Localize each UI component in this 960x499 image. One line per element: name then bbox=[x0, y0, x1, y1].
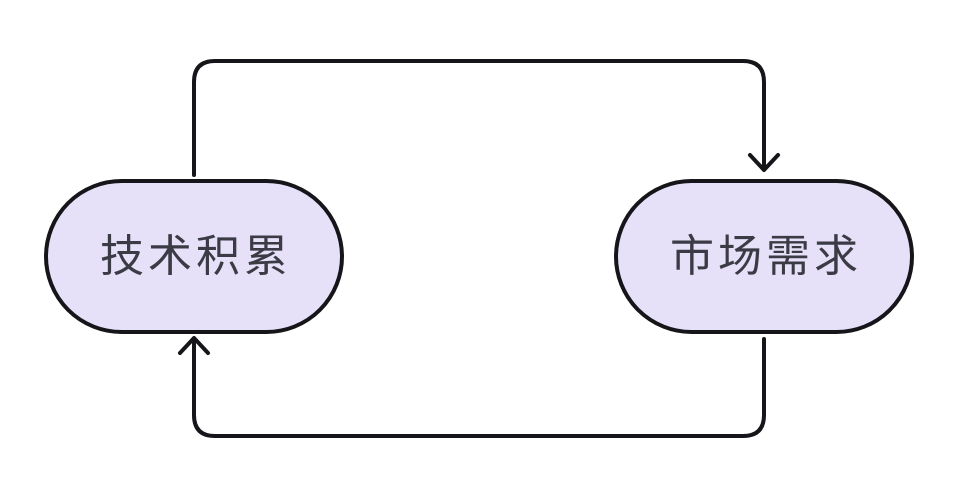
arrowhead-down-icon bbox=[748, 153, 780, 172]
node-tech-accumulation[interactable]: 技术积累 bbox=[44, 179, 344, 334]
edge-market-to-tech bbox=[192, 337, 766, 438]
arrowhead-up-icon bbox=[178, 336, 210, 355]
edge-tech-to-market bbox=[192, 59, 766, 177]
node-label-market: 市场需求 bbox=[670, 230, 862, 282]
node-label-tech: 技术积累 bbox=[100, 230, 292, 282]
node-market-demand[interactable]: 市场需求 bbox=[614, 179, 914, 334]
